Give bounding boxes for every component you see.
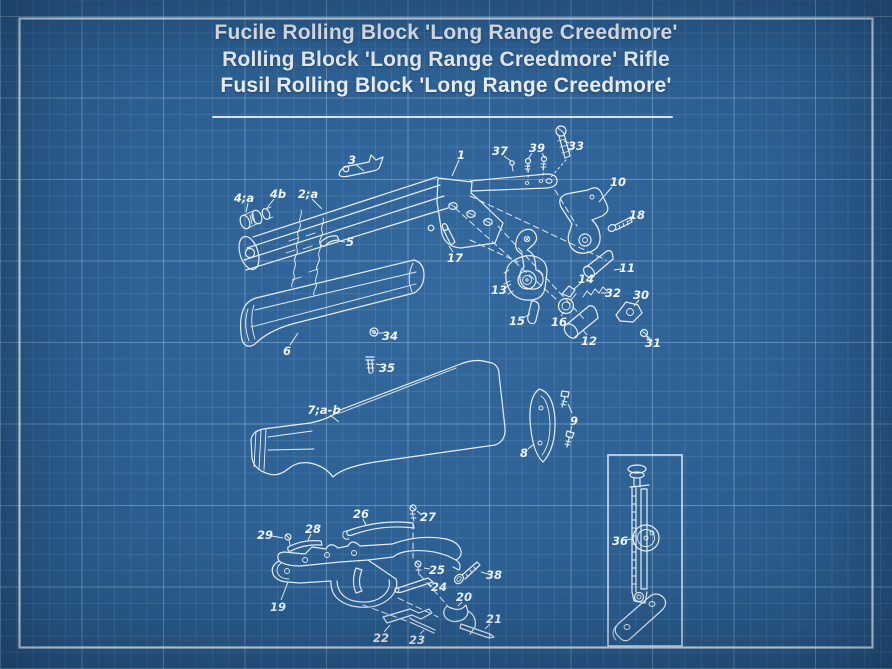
part-label-4;a: 4;a [233, 191, 255, 205]
part-leader-line [626, 218, 633, 223]
part-leader-line [582, 329, 588, 336]
part-label-24: 24 [431, 580, 447, 594]
part-leader-line [484, 623, 491, 630]
part-leader-line [448, 245, 454, 253]
part-leader-line [280, 581, 289, 601]
part-label-32: 32 [605, 286, 621, 300]
trigger-guard-assembly-drawing [271, 504, 495, 639]
part-leader-line [338, 240, 346, 243]
title-line-italian: Fucile Rolling Block 'Long Range Creedmo… [214, 21, 678, 44]
title-line-english: Rolling Block 'Long Range Creedmore' Rif… [222, 47, 670, 71]
part-label-9: 9 [570, 414, 578, 428]
part-leader-line [266, 198, 275, 209]
part-label-1: 1 [457, 148, 465, 162]
part-leader-line [307, 533, 312, 541]
part-label-5: 5 [346, 235, 354, 249]
part-label-20: 20 [456, 590, 472, 604]
part-leader-line [633, 299, 640, 307]
part-label-31: 31 [645, 336, 661, 350]
part-label-15: 15 [509, 314, 525, 328]
part-label-3: 3 [348, 153, 356, 167]
part-leader-line [480, 571, 489, 575]
part-label-36: 36 [612, 534, 628, 548]
part-leader-line [289, 332, 299, 346]
part-label-38: 38 [486, 568, 502, 582]
part-leader-line [527, 152, 533, 160]
part-label-27: 27 [420, 510, 436, 524]
part-label-35: 35 [379, 361, 395, 375]
part-leader-line [362, 518, 367, 526]
part-label-17: 17 [447, 251, 463, 265]
part-label-16: 16 [551, 315, 567, 329]
part-leader-line [503, 155, 512, 162]
forearm-drawing [239, 259, 425, 374]
part-label-29: 29 [257, 528, 273, 542]
title-line-french: Fusil Rolling Block 'Long Range Creedmor… [220, 74, 672, 97]
part-leader-line [375, 363, 382, 366]
part-leader-line [573, 282, 582, 290]
part-leader-line [625, 538, 633, 541]
part-leader-line [311, 198, 323, 210]
part-label-18: 18 [629, 208, 645, 222]
part-leader-line [560, 311, 565, 317]
part-label-39: 39 [529, 141, 545, 155]
part-leader-line [416, 510, 423, 516]
part-label-25: 25 [429, 563, 445, 577]
part-label-22: 22 [373, 631, 389, 645]
part-leader-line [569, 425, 573, 434]
receiver-assembly-drawing [427, 125, 651, 342]
part-leader-line [563, 140, 570, 144]
part-label-19: 19 [270, 600, 286, 614]
buttstock-drawing [250, 359, 575, 478]
part-label-23: 23 [409, 633, 425, 647]
part-leader-line [423, 567, 431, 570]
part-label-11: 11 [619, 261, 635, 275]
part-leader-line [329, 414, 340, 423]
part-leader-line [419, 629, 425, 635]
part-label-33: 33 [568, 139, 584, 153]
title-block: Fucile Rolling Block 'Long Range Creedmo… [0, 20, 892, 100]
part-label-14: 14 [578, 272, 594, 286]
part-leader-line [522, 313, 531, 319]
part-leader-line [527, 443, 535, 450]
part-label-12: 12 [581, 334, 597, 348]
part-label-10: 10 [610, 175, 626, 189]
title-underline [212, 116, 673, 118]
part-label-6: 6 [283, 344, 291, 358]
part-leader-line [646, 335, 651, 339]
part-label-2;a: 2;a [298, 187, 319, 201]
part-label-30: 30 [633, 288, 649, 302]
part-label-8: 8 [520, 446, 528, 460]
part-leader-line [354, 163, 365, 172]
part-leader-line [541, 152, 546, 159]
part-label-13: 13 [491, 283, 507, 297]
tang-sight-inset [607, 454, 683, 647]
part-label-7;a-b: 7;a-b [307, 403, 340, 417]
part-leader-line [245, 202, 249, 213]
part-leader-line [567, 403, 573, 414]
part-label-4b: 4b [269, 187, 286, 201]
part-leader-line [383, 624, 391, 633]
part-leader-line [613, 268, 622, 271]
part-label-21: 21 [486, 612, 502, 626]
part-leader-line [504, 283, 512, 289]
part-leader-line [598, 186, 613, 203]
part-leader-line [427, 583, 433, 587]
inset-box [607, 454, 683, 647]
part-label-34: 34 [382, 329, 398, 343]
part-leader-line [457, 601, 463, 607]
part-label-26: 26 [353, 507, 369, 521]
part-leader-line [451, 159, 460, 177]
part-label-28: 28 [305, 522, 321, 536]
barrel-assembly-drawing [238, 154, 449, 296]
part-label-37: 37 [492, 144, 508, 158]
blueprint-border [18, 17, 874, 649]
part-leader-line [271, 535, 284, 539]
